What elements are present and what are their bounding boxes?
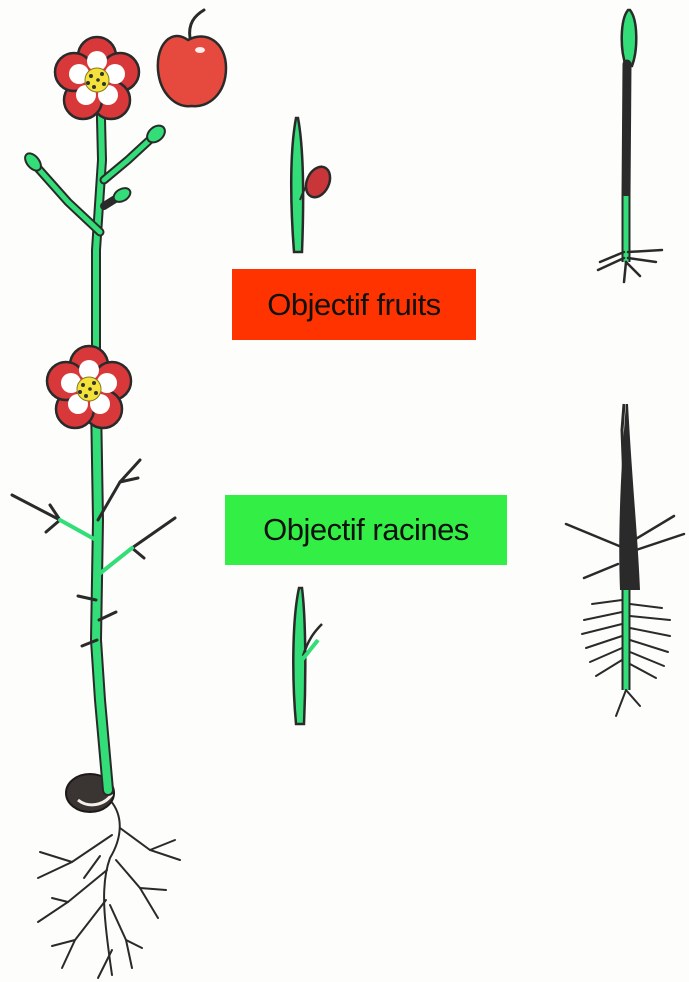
flower-middle [47, 346, 131, 428]
objectif-fruits-text: Objectif fruits [267, 287, 440, 323]
graft-root-stem [566, 404, 684, 716]
objectif-racines-label: Objectif racines [225, 495, 507, 565]
full-plant-drawing [12, 10, 226, 978]
cutting-fruit [291, 118, 335, 252]
roots [38, 800, 180, 978]
apple [158, 10, 226, 106]
flower-top [55, 37, 139, 119]
graft-fruit-stem [598, 10, 662, 282]
objectif-racines-text: Objectif racines [263, 512, 469, 548]
fruit-bud [301, 163, 334, 201]
cutting-root [293, 588, 322, 724]
objectif-fruits-label: Objectif fruits [232, 269, 476, 340]
